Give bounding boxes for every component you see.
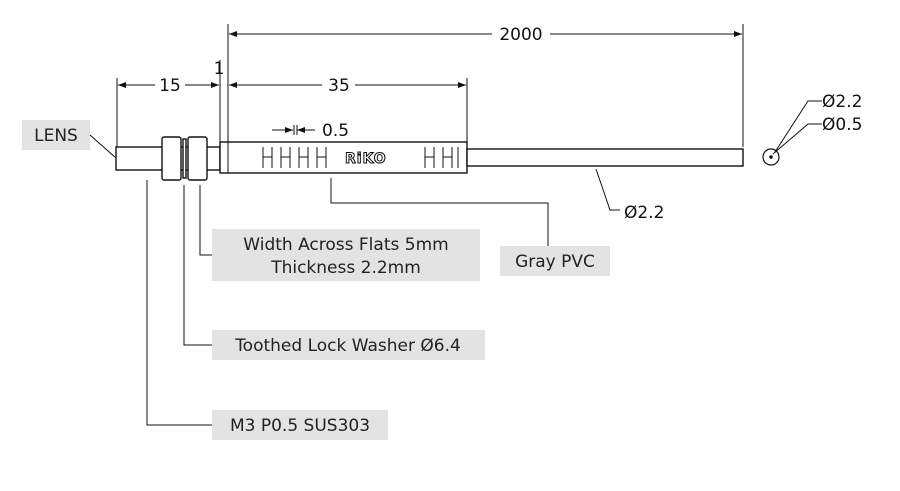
sheath-label: Gray PVC [515, 252, 595, 272]
riko-logo: RiKO [345, 151, 387, 167]
dimension-body-length: 35 [229, 76, 468, 145]
nut-label-line1: Width Across Flats 5mm [243, 235, 448, 255]
nut-label-box [212, 229, 480, 281]
leader-line [595, 168, 620, 211]
leader-line [199, 185, 212, 256]
cable [466, 148, 744, 167]
leader-line [330, 178, 549, 246]
dimension-thread-length: 15 1 [116, 59, 225, 147]
washer-label: Toothed Lock Washer Ø6.4 [234, 336, 461, 356]
sheath-label-box [500, 246, 610, 276]
lock-washer [182, 138, 187, 179]
thread-label: M3 P0.5 SUS303 [230, 416, 370, 436]
leader-line [183, 185, 212, 346]
nut-label-line2: Thickness 2.2mm [270, 258, 421, 278]
leader-line [146, 180, 212, 426]
dimension-value: 0.5 [322, 121, 349, 141]
lens-label: LENS [34, 126, 78, 146]
dimension-value: Ø2.2 [822, 92, 862, 112]
dimension-value: Ø2.2 [624, 203, 664, 223]
dimension-value: 35 [328, 76, 350, 96]
thread-label-box [212, 410, 388, 440]
dimension-cable-length: 2000 [227, 24, 744, 147]
lens-label-box [22, 120, 90, 150]
dimension-value: 2000 [499, 25, 542, 45]
cable-end-view: Ø2.2 Ø0.5 [762, 92, 862, 166]
dimension-value: Ø0.5 [822, 115, 862, 135]
body-grooves [262, 147, 459, 168]
leader-line [89, 134, 117, 159]
hex-nut [187, 136, 208, 181]
dimension-value: 1 [214, 59, 225, 79]
washer-label-box [212, 330, 485, 360]
dimension-groove-width: 0.5 [272, 121, 349, 141]
hex-nut [161, 136, 182, 181]
dimension-value: 15 [159, 76, 181, 96]
